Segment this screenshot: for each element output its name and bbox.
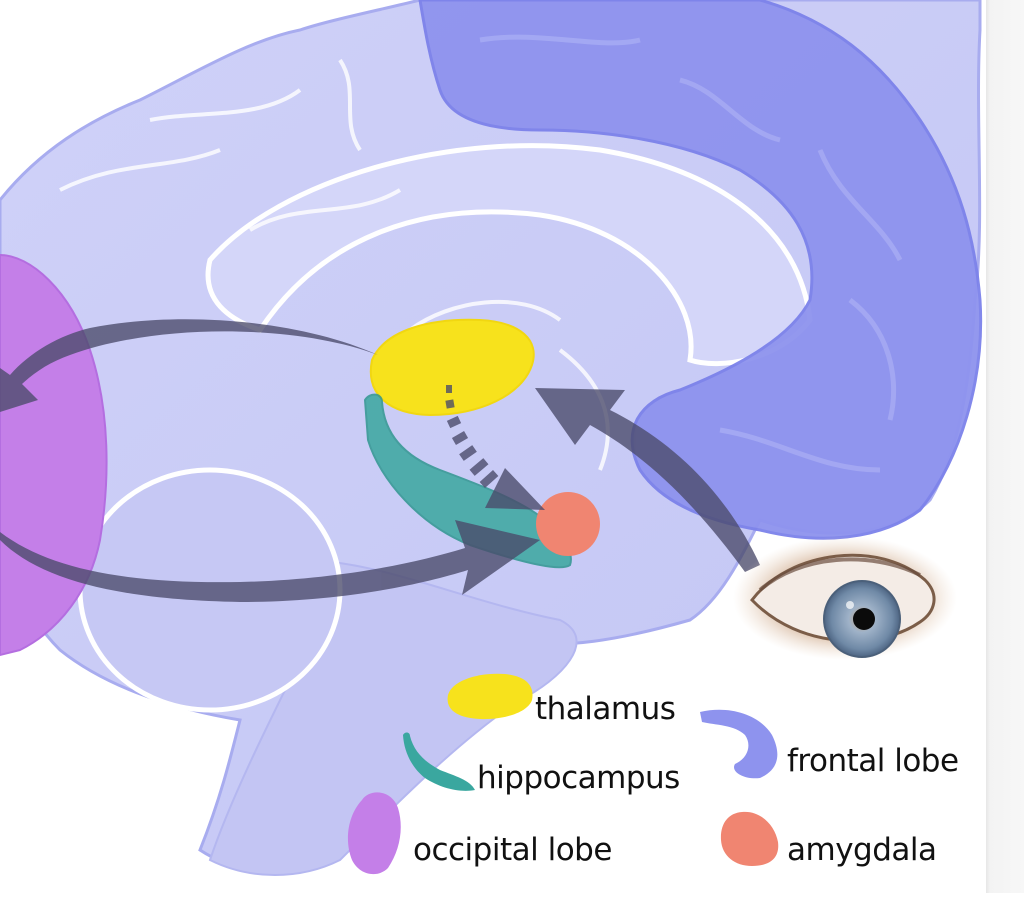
legend-label-frontal-lobe: frontal lobe: [787, 743, 959, 779]
arrow-thalamus-to-amygdala-dashed: [445, 385, 545, 510]
legend-amygdala-swatch: [720, 811, 779, 866]
legend-occipital-swatch: [347, 792, 401, 875]
frontal-gyri: [479, 34, 903, 473]
legend-label-amygdala: amygdala: [787, 832, 937, 868]
arrow-thalamus-to-occipital: [0, 319, 378, 412]
legend-frontal-swatch: [700, 709, 778, 779]
arrows: [0, 319, 760, 602]
eye-illustration: [733, 536, 957, 660]
amygdala-region: [536, 492, 600, 556]
eye-pupil: [853, 608, 875, 630]
legend-label-hippocampus: hippocampus: [477, 760, 680, 796]
legend-thalamus-swatch: [447, 673, 533, 720]
arrow-eye-to-thalamus: [535, 388, 760, 572]
legend-hippocampus-swatch: [403, 732, 475, 791]
thalamus-region: [369, 318, 535, 417]
legend-label-occipital-lobe: occipital lobe: [413, 832, 612, 868]
arrow-occipital-to-amygdala: [0, 520, 540, 602]
legend-swatches: [347, 673, 779, 875]
side-panel-edge: [986, 0, 1024, 893]
corpus-callosum: [205, 143, 813, 367]
legend-label-thalamus: thalamus: [535, 691, 676, 727]
